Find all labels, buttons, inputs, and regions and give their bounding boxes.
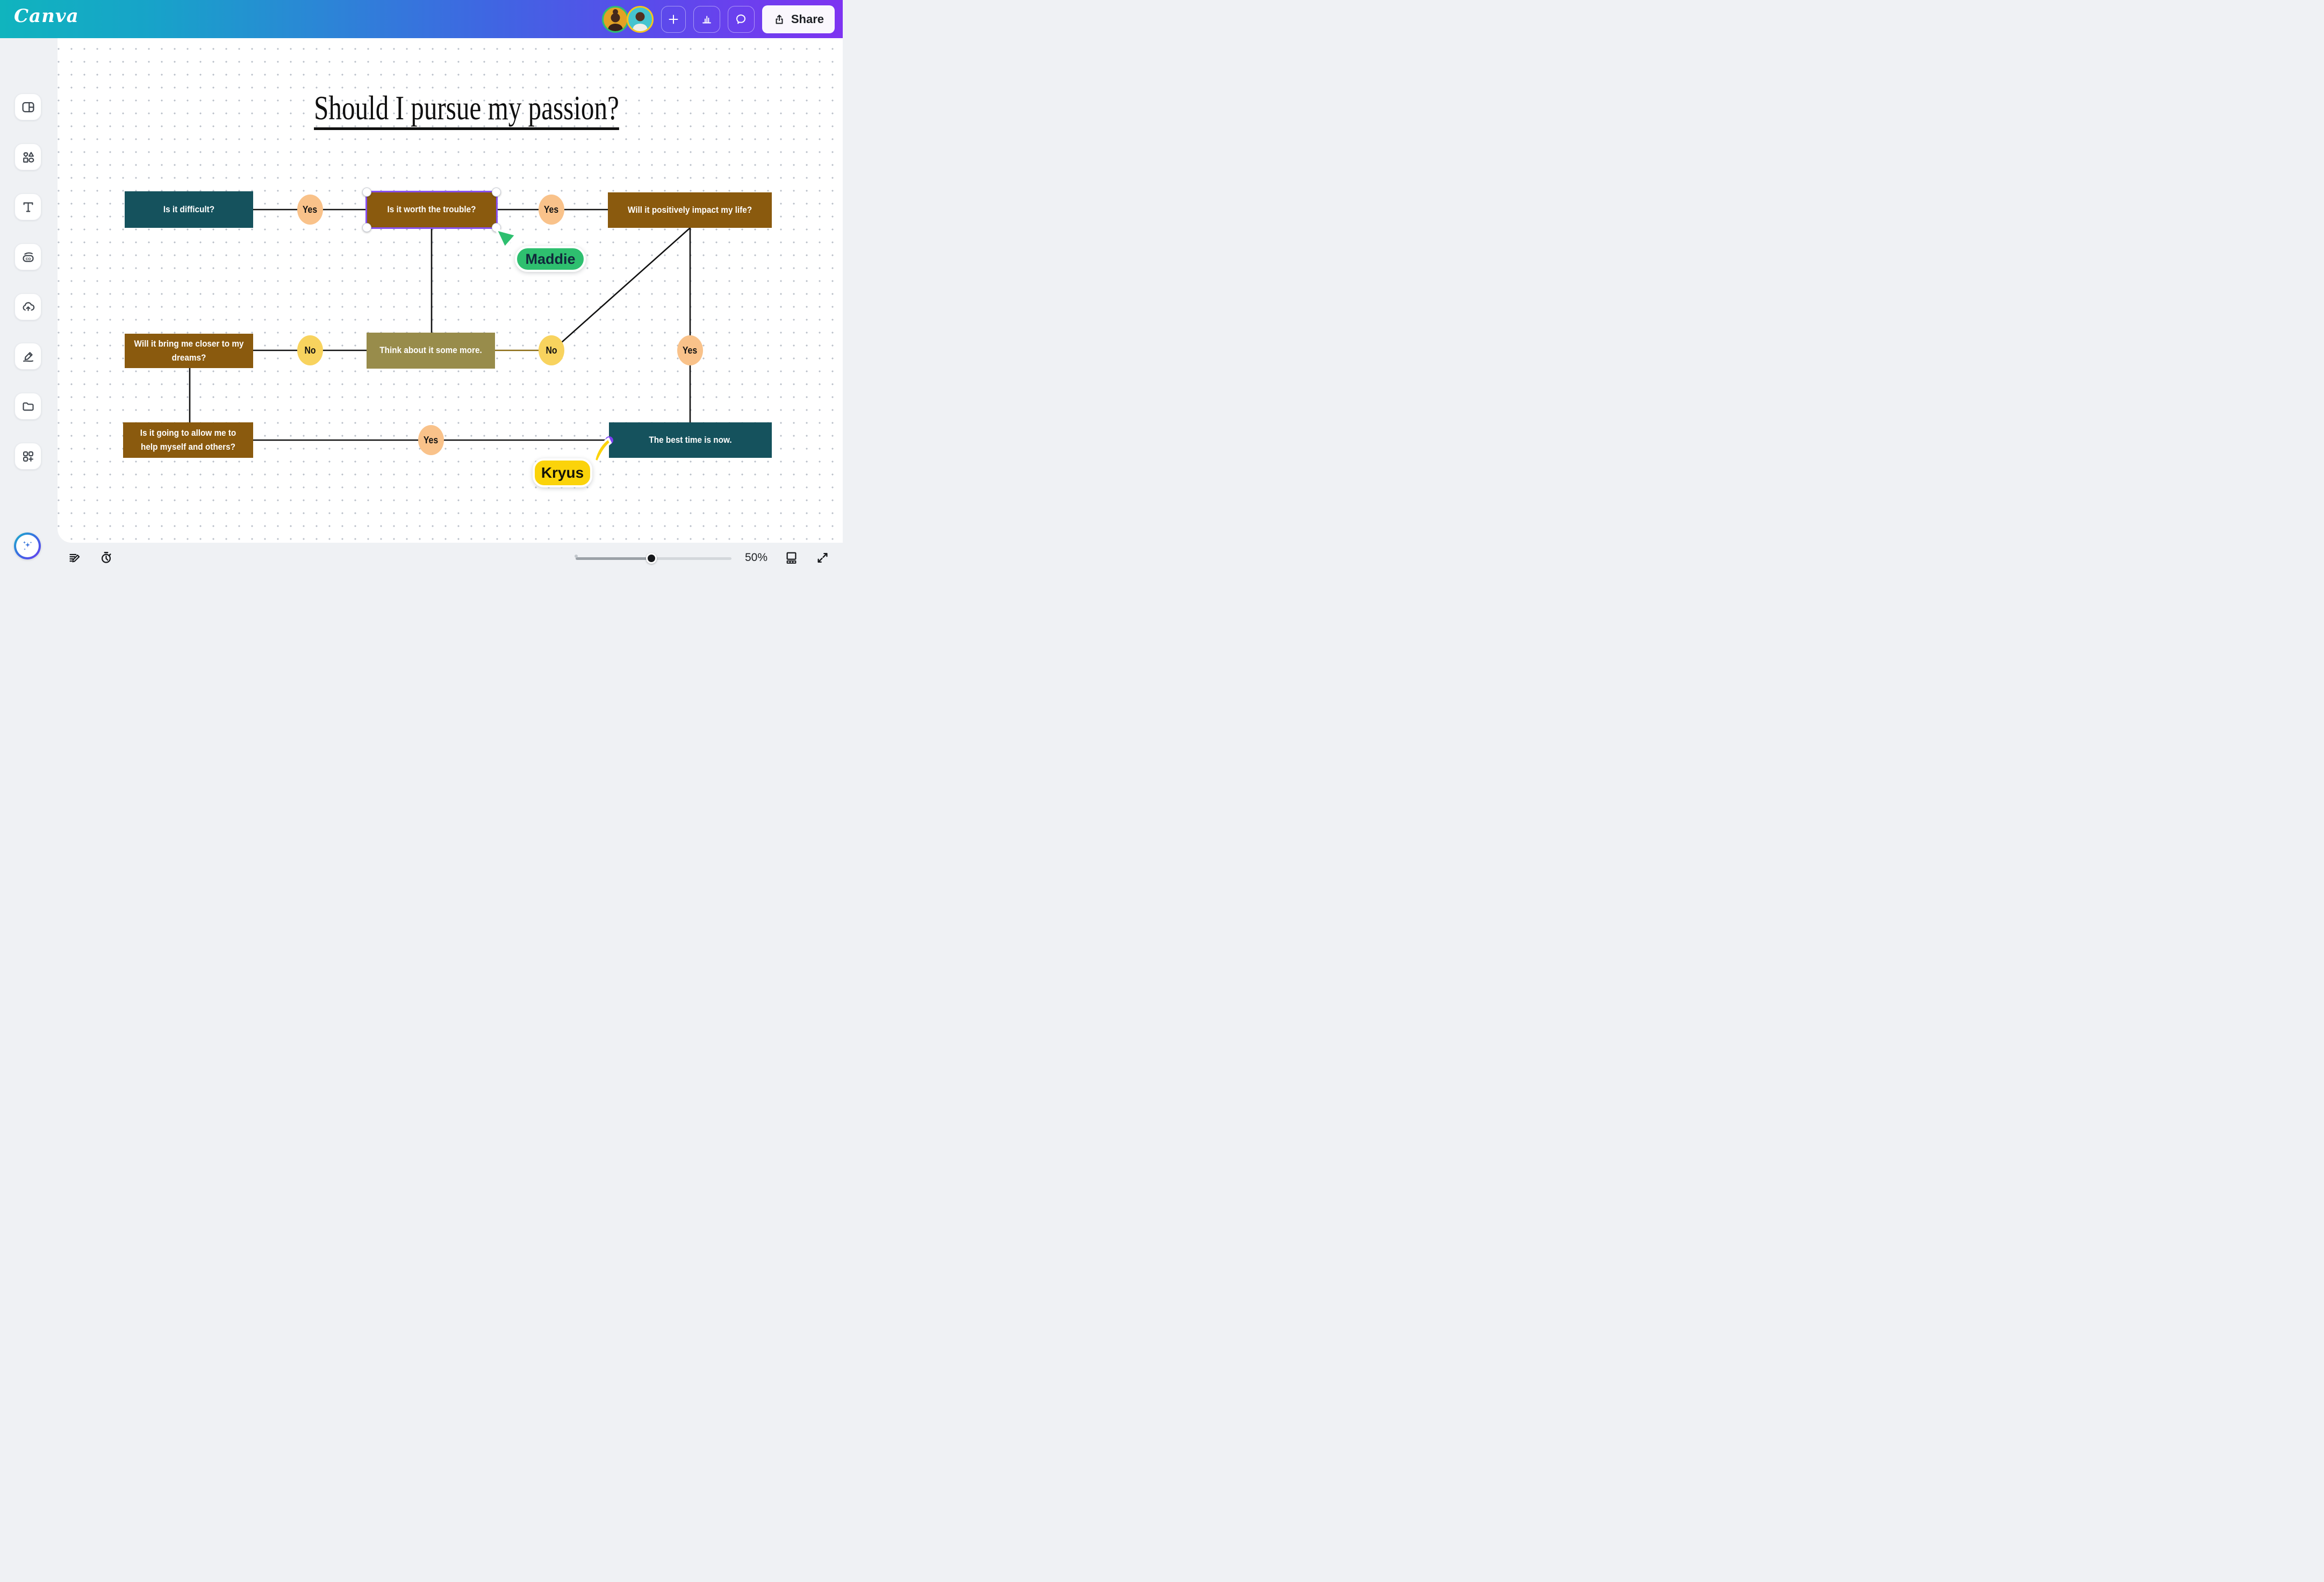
comment-icon	[736, 15, 746, 24]
sidebar-item-draw[interactable]	[15, 343, 41, 370]
node-label: Think about it some more.	[379, 345, 482, 356]
person-silhouette-icon	[608, 9, 623, 31]
insights-button[interactable]	[693, 5, 720, 33]
canva-logo[interactable]: Canva	[14, 5, 79, 27]
sidebar-item-projects[interactable]	[15, 393, 41, 420]
sidebar-item-templates[interactable]	[15, 94, 41, 120]
comments-button[interactable]	[727, 5, 755, 33]
collaborator-cursor-label-kryus: Kryus	[533, 458, 592, 487]
flowchart-node-think-more[interactable]: Think about it some more.	[367, 333, 495, 369]
text-icon	[23, 202, 33, 212]
node-label: Is it worth the trouble?	[387, 204, 476, 215]
fullscreen-button[interactable]	[815, 550, 830, 565]
flowchart-connectors	[189, 208, 691, 441]
left-toolbar: co	[0, 38, 58, 574]
projects-icon	[22, 402, 34, 411]
node-label: The best time is now.	[649, 434, 732, 445]
collaborator-cursor-label-maddie: Maddie	[515, 246, 586, 272]
bubble-label: Yes	[303, 204, 318, 215]
sidebar-item-elements[interactable]	[15, 143, 41, 170]
grid-view-icon	[786, 552, 797, 564]
bar-chart-icon	[702, 16, 711, 23]
bubble-yes-1[interactable]: Yes	[297, 195, 323, 225]
expand-icon	[817, 552, 828, 563]
bubble-label: Yes	[544, 204, 559, 215]
node-label: Is it difficult?	[163, 204, 215, 214]
avatar[interactable]	[626, 5, 654, 33]
person-silhouette-icon	[633, 12, 648, 31]
zoom-level[interactable]: 50%	[744, 551, 768, 564]
bubble-no-2[interactable]: No	[539, 335, 564, 365]
bubble-label: No	[304, 344, 316, 356]
whiteboard-canvas[interactable]: Should I pursue my passion? Is it diffic…	[58, 38, 843, 543]
bubble-yes-2[interactable]: Yes	[539, 195, 564, 225]
maddie-cursor-icon	[495, 228, 517, 249]
share-button[interactable]: Share	[762, 5, 835, 33]
node-label: Will it positively impact my life?	[627, 204, 752, 215]
flowchart-node-best-time[interactable]: The best time is now.	[609, 422, 772, 458]
bubble-label: Yes	[683, 344, 698, 356]
grid-view-button[interactable]	[784, 550, 799, 565]
bubble-yes-3[interactable]: Yes	[677, 335, 703, 365]
upload-icon	[776, 15, 783, 24]
flowchart-node-impact[interactable]: Will it positively impact my life?	[608, 192, 772, 228]
canva-assistant-button[interactable]	[14, 533, 41, 559]
board-title[interactable]: Should I pursue my passion?	[262, 89, 671, 127]
plus-icon	[669, 15, 678, 24]
zoom-slider-knob[interactable]	[646, 553, 657, 564]
zoom-slider[interactable]	[575, 553, 731, 564]
magic-sparkles-icon	[23, 541, 32, 550]
avatar[interactable]	[601, 5, 629, 33]
draw-icon	[23, 351, 33, 362]
share-button-label: Share	[791, 12, 824, 26]
flowchart-node-worth-trouble[interactable]: Is it worth the trouble?	[365, 191, 498, 229]
cursor-name: Maddie	[525, 250, 576, 267]
selection-handle-top-right[interactable]	[492, 188, 501, 197]
brand-icon: co	[22, 252, 34, 262]
bubble-yes-4[interactable]: Yes	[418, 425, 444, 455]
uploads-icon	[23, 301, 34, 311]
templates-icon	[21, 102, 34, 112]
flowchart-node-dreams[interactable]: Will it bring me closer to my dreams?	[125, 334, 253, 368]
node-label: Will it bring me closer to my dreams?	[134, 338, 244, 363]
sidebar-item-text[interactable]	[15, 193, 41, 220]
timer-icon	[101, 552, 111, 563]
flowchart-node-help-others[interactable]: Is it going to allow me to help myself a…	[123, 422, 253, 458]
kryus-cursor-icon	[593, 437, 612, 463]
notes-button[interactable]	[68, 551, 82, 565]
top-bar: Canva	[0, 0, 843, 38]
board-title-text: Should I pursue my passion?	[314, 89, 619, 127]
elements-icon	[23, 152, 34, 163]
collaborator-avatars	[601, 5, 654, 33]
svg-text:co: co	[25, 256, 31, 261]
bubble-label: Yes	[424, 434, 439, 445]
node-label: Is it going to allow me to help myself a…	[140, 427, 236, 452]
zoom-slider-start-dot	[575, 555, 578, 558]
notes-icon	[69, 553, 80, 562]
selection-handle-bottom-left[interactable]	[362, 223, 371, 232]
selection-handle-top-left[interactable]	[362, 188, 371, 197]
flowchart-node-difficult[interactable]: Is it difficult?	[125, 191, 253, 228]
apps-icon	[23, 451, 33, 462]
bubble-label: No	[546, 344, 557, 356]
sidebar-item-uploads[interactable]	[15, 293, 41, 320]
sidebar-item-brand[interactable]: co	[15, 243, 41, 270]
bubble-no-1[interactable]: No	[297, 335, 323, 365]
cursor-name: Kryus	[541, 464, 584, 481]
sidebar-item-apps[interactable]	[15, 443, 41, 470]
timer-button[interactable]	[99, 550, 113, 565]
add-collaborator-button[interactable]	[661, 5, 686, 33]
